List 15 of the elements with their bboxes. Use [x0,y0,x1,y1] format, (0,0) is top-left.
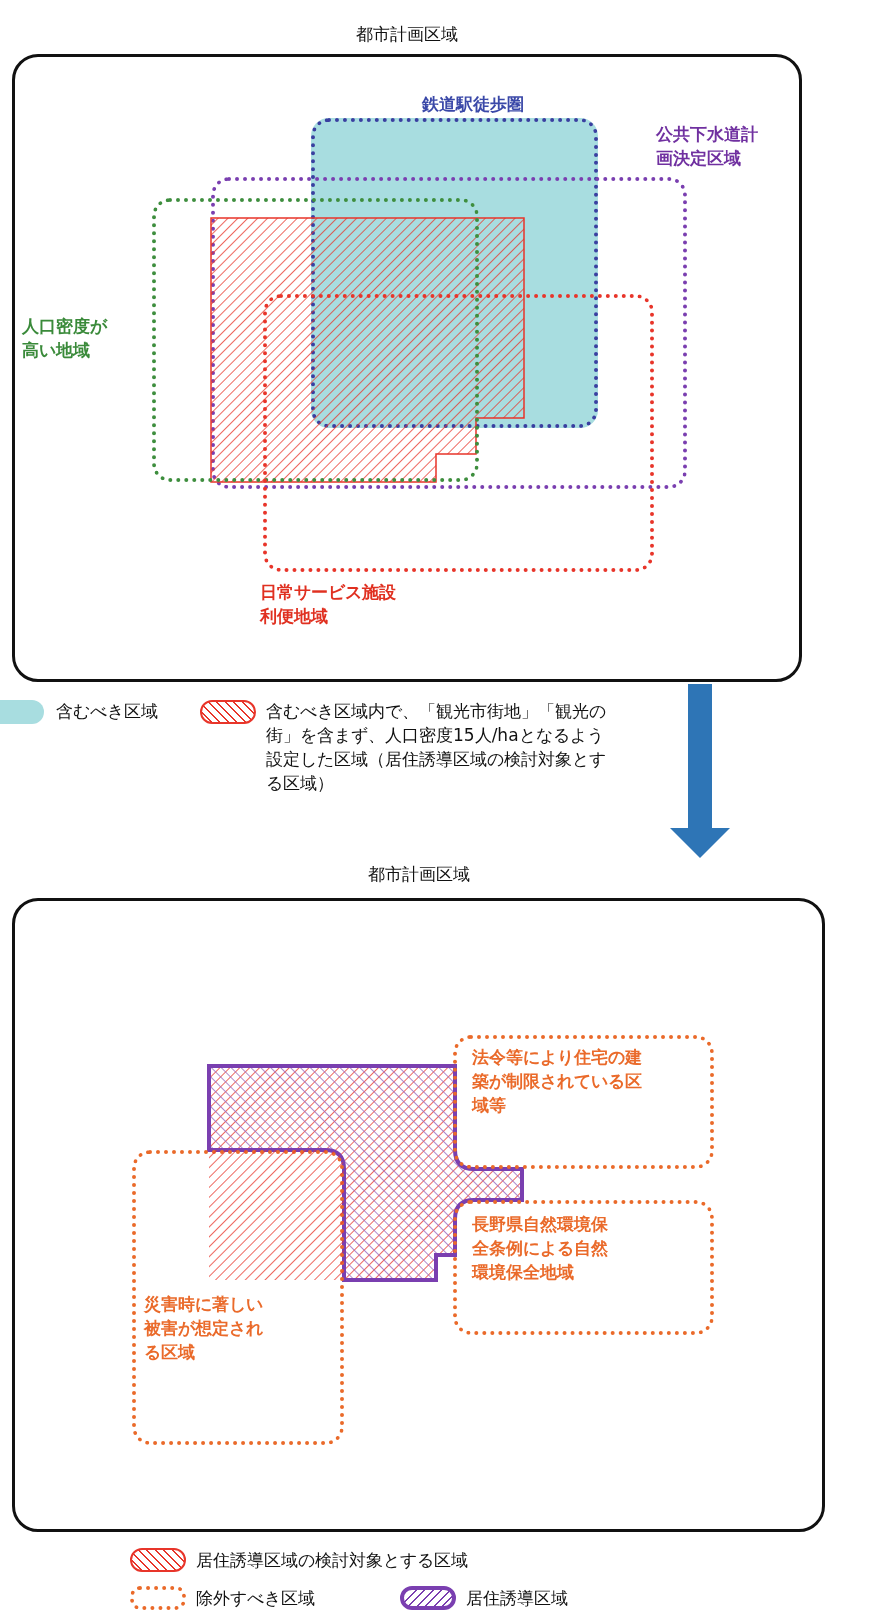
legend-label: 含むべき区域内で、「観光市街地」「観光の街」を含まず、人口密度15人/haとなるよう設定した区域（居住誘導区域の検討対象とする区域） [266,700,606,795]
zone-label: 人口密度が高い地域 [22,315,109,362]
zone-label: 長野県自然環境保全条例による自然環境保全地域 [472,1213,609,1284]
legend-label: 居住誘導区域 [466,1587,569,1610]
zone-label: 災害時に著しい被害が想定される区域 [144,1293,264,1364]
zone-label: 法令等により住宅の建築が制限されている区域等 [472,1046,643,1117]
zone-label: 公共下水道計画決定区域 [656,123,759,170]
arrow [670,684,730,858]
zone-label: 鉄道駅徒歩圏 [422,93,525,116]
legend-label: 居住誘導区域の検討対象とする区域 [196,1549,469,1572]
legend-label: 含むべき区域 [56,700,159,723]
frame-title: 都市計画区域 [355,23,459,46]
frame-title: 都市計画区域 [366,863,471,886]
legend-label: 除外すべき区域 [196,1587,316,1610]
zone-label: 日常サービス施設利便地域 [260,581,397,628]
